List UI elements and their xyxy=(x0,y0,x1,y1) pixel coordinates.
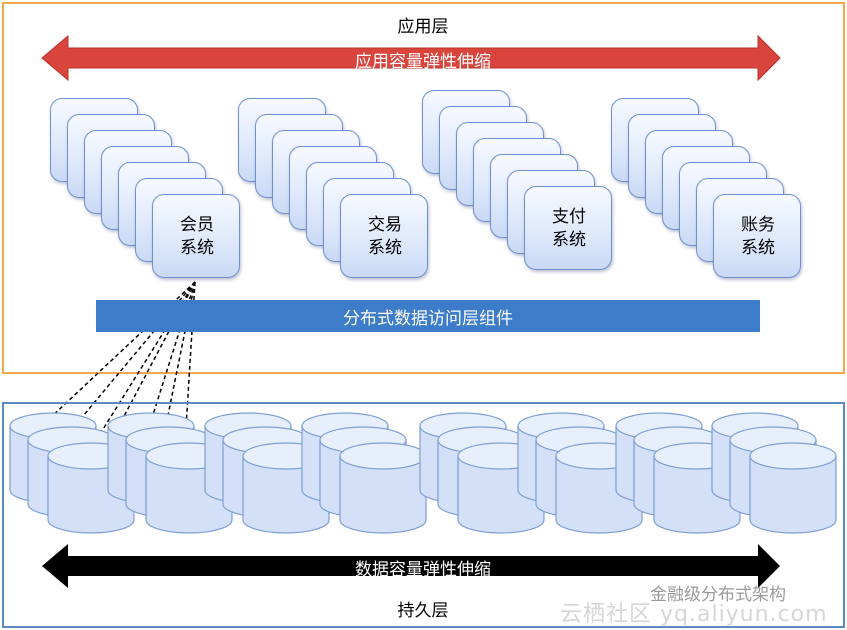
data-scaling-arrow xyxy=(42,544,780,588)
service-card-front: 会员 系统 xyxy=(152,194,240,278)
database-cylinders xyxy=(9,412,837,534)
service-card-front: 账务 系统 xyxy=(713,194,801,278)
account-watermark: 金融级分布式架构 xyxy=(650,585,786,605)
app-scaling-arrow-label: 应用容量弹性伸缩 xyxy=(355,52,491,72)
site-watermark: 云栖社区 yq.aliyun.com xyxy=(560,602,828,627)
application-layer xyxy=(2,2,845,374)
persistence-layer xyxy=(2,402,845,628)
database-cylinder xyxy=(749,442,837,534)
application-layer-title: 应用层 xyxy=(397,17,449,37)
service-label: 账务 系统 xyxy=(741,215,775,258)
service-label: 会员 系统 xyxy=(180,215,214,258)
database-cylinder xyxy=(339,442,427,534)
data-scaling-arrow-label: 数据容量弹性伸缩 xyxy=(355,560,491,580)
service-card-front: 交易 系统 xyxy=(340,194,428,278)
app-scaling-arrow xyxy=(41,34,781,82)
service-label: 支付 系统 xyxy=(552,207,586,250)
service-card-front: 支付 系统 xyxy=(524,186,612,270)
persistence-layer-title: 持久层 xyxy=(397,601,449,621)
connection-lines xyxy=(47,281,196,451)
data-access-layer-bar: 分布式数据访问层组件 xyxy=(96,300,760,332)
service-label: 交易 系统 xyxy=(368,215,402,258)
